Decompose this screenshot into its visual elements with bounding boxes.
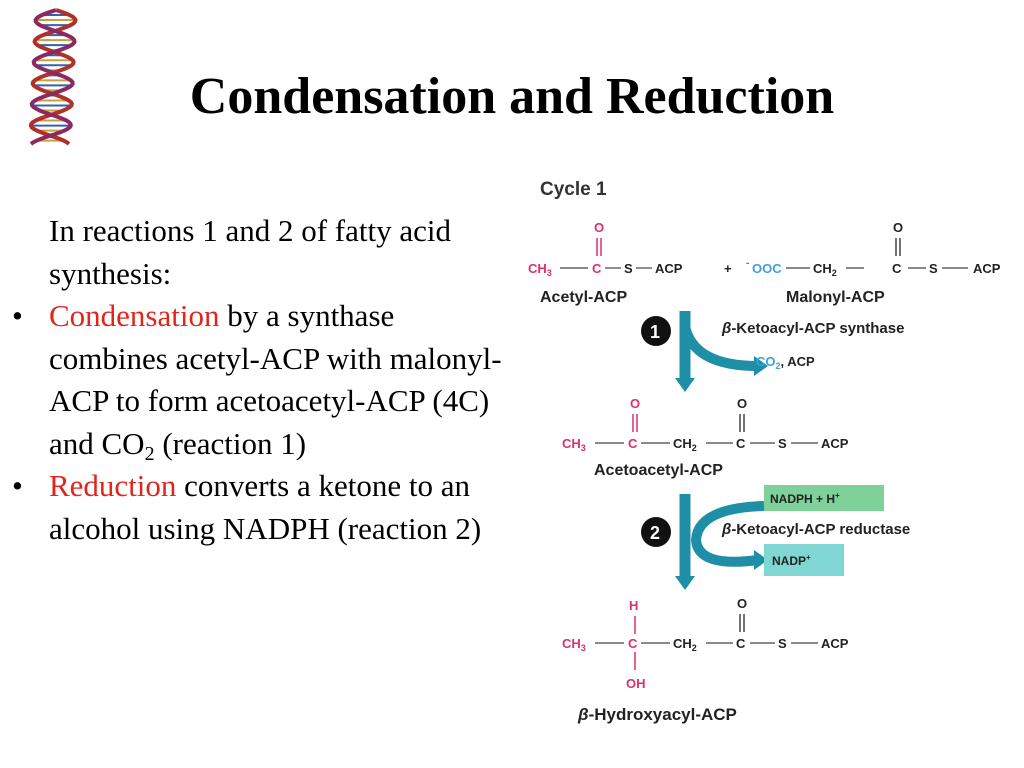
- step2-badge: [641, 517, 671, 547]
- step1-enzyme: β-Ketoacyl-ACP synthase: [721, 320, 904, 337]
- hydroxyl-carbon: C: [628, 636, 638, 651]
- step1-products: CO2, ACP: [756, 354, 815, 371]
- acetyl-acp-label: Acetyl-ACP: [540, 289, 627, 306]
- acetoacetyl-acp-structure: O CH3 C CH2 O C S ACP: [562, 396, 849, 453]
- dna-helix-logo: [28, 8, 78, 146]
- step2-arrow: [675, 494, 768, 590]
- carbonyl-oxygen: O: [630, 396, 640, 411]
- carbonyl-oxygen: O: [893, 220, 903, 235]
- nadph-label: NADPH + H+: [770, 491, 840, 506]
- sulfur-atom: S: [929, 261, 938, 276]
- carbonyl-oxygen: O: [737, 596, 747, 611]
- term-reduction: Reduction: [49, 468, 177, 503]
- carboxylate-group: OOC: [752, 261, 782, 276]
- nadp-label: NADP+: [772, 553, 811, 568]
- malonyl-acp-structure: - OOC CH2 O C S ACP: [746, 220, 1001, 278]
- fatty-acid-cycle-diagram: Cycle 1 O CH3 C S ACP Acetyl-ACP + - OOC…: [528, 179, 1001, 724]
- methylene-group: CH2: [813, 261, 837, 278]
- carbonyl-carbon: C: [892, 261, 902, 276]
- nadph-box: [764, 485, 884, 511]
- slide-body: In reactions 1 and 2 of fatty acid synth…: [12, 210, 512, 550]
- hydroxyl-group: OH: [626, 676, 646, 691]
- step2-enzyme: β-Ketoacyl-ACP reductase: [721, 521, 910, 538]
- methyl-group: CH3: [562, 436, 586, 453]
- methylene-group: CH2: [673, 436, 697, 453]
- slide-title: Condensation and Reduction: [189, 68, 835, 125]
- acp-group: ACP: [821, 636, 849, 651]
- acetoacetyl-acp-label: Acetoacetyl-ACP: [594, 462, 723, 479]
- step1-badge: [641, 316, 671, 346]
- acetyl-acp-structure: O CH3 C S ACP: [528, 220, 683, 278]
- term-condensation: Condensation: [49, 298, 220, 333]
- sulfur-atom: S: [778, 436, 787, 451]
- carbonyl-oxygen: O: [594, 220, 604, 235]
- methylene-group: CH2: [673, 636, 697, 653]
- sulfur-atom: S: [624, 261, 633, 276]
- condensation-text-end: (reaction 1): [154, 425, 307, 461]
- step1-number: 1: [650, 322, 660, 342]
- bullet-condensation: • Condensation by a synthase combines ace…: [12, 295, 512, 465]
- bullet-reduction: • Reduction converts a ketone to an alcoh…: [12, 465, 512, 550]
- carbonyl-carbon: C: [592, 261, 602, 276]
- methyl-group: CH3: [562, 636, 586, 653]
- intro-text: In reactions 1 and 2 of fatty acid synth…: [49, 213, 451, 291]
- hydroxyacyl-acp-structure: H CH3 C OH CH2 O C S ACP: [562, 596, 849, 691]
- step1-arrow: [675, 311, 768, 392]
- hydrogen-atom: H: [629, 598, 638, 613]
- bullet-glyph: •: [12, 298, 23, 333]
- condensation-text: by a synthase combines acetyl-ACP with m…: [49, 298, 502, 461]
- acp-group: ACP: [973, 261, 1001, 276]
- reduction-text: converts a ketone to an alcohol using NA…: [49, 468, 482, 546]
- hydroxyacyl-acp-label: β-Hydroxyacyl-ACP: [577, 705, 737, 724]
- cycle-label: Cycle 1: [540, 179, 607, 200]
- step2-number: 2: [650, 523, 660, 543]
- carbonyl-oxygen: O: [737, 396, 747, 411]
- carboxylate-charge: -: [746, 258, 749, 269]
- sulfur-atom: S: [778, 636, 787, 651]
- acp-group: ACP: [655, 261, 683, 276]
- carbonyl-carbon: C: [628, 436, 638, 451]
- carbonyl-carbon: C: [736, 636, 746, 651]
- co2-subscript: 2: [144, 442, 155, 465]
- acp-group: ACP: [821, 436, 849, 451]
- methyl-group: CH3: [528, 261, 552, 278]
- carbonyl-carbon: C: [736, 436, 746, 451]
- malonyl-acp-label: Malonyl-ACP: [786, 289, 885, 306]
- nadp-box: [764, 544, 844, 576]
- plus-sign: +: [724, 261, 732, 276]
- bullet-glyph: •: [12, 468, 23, 503]
